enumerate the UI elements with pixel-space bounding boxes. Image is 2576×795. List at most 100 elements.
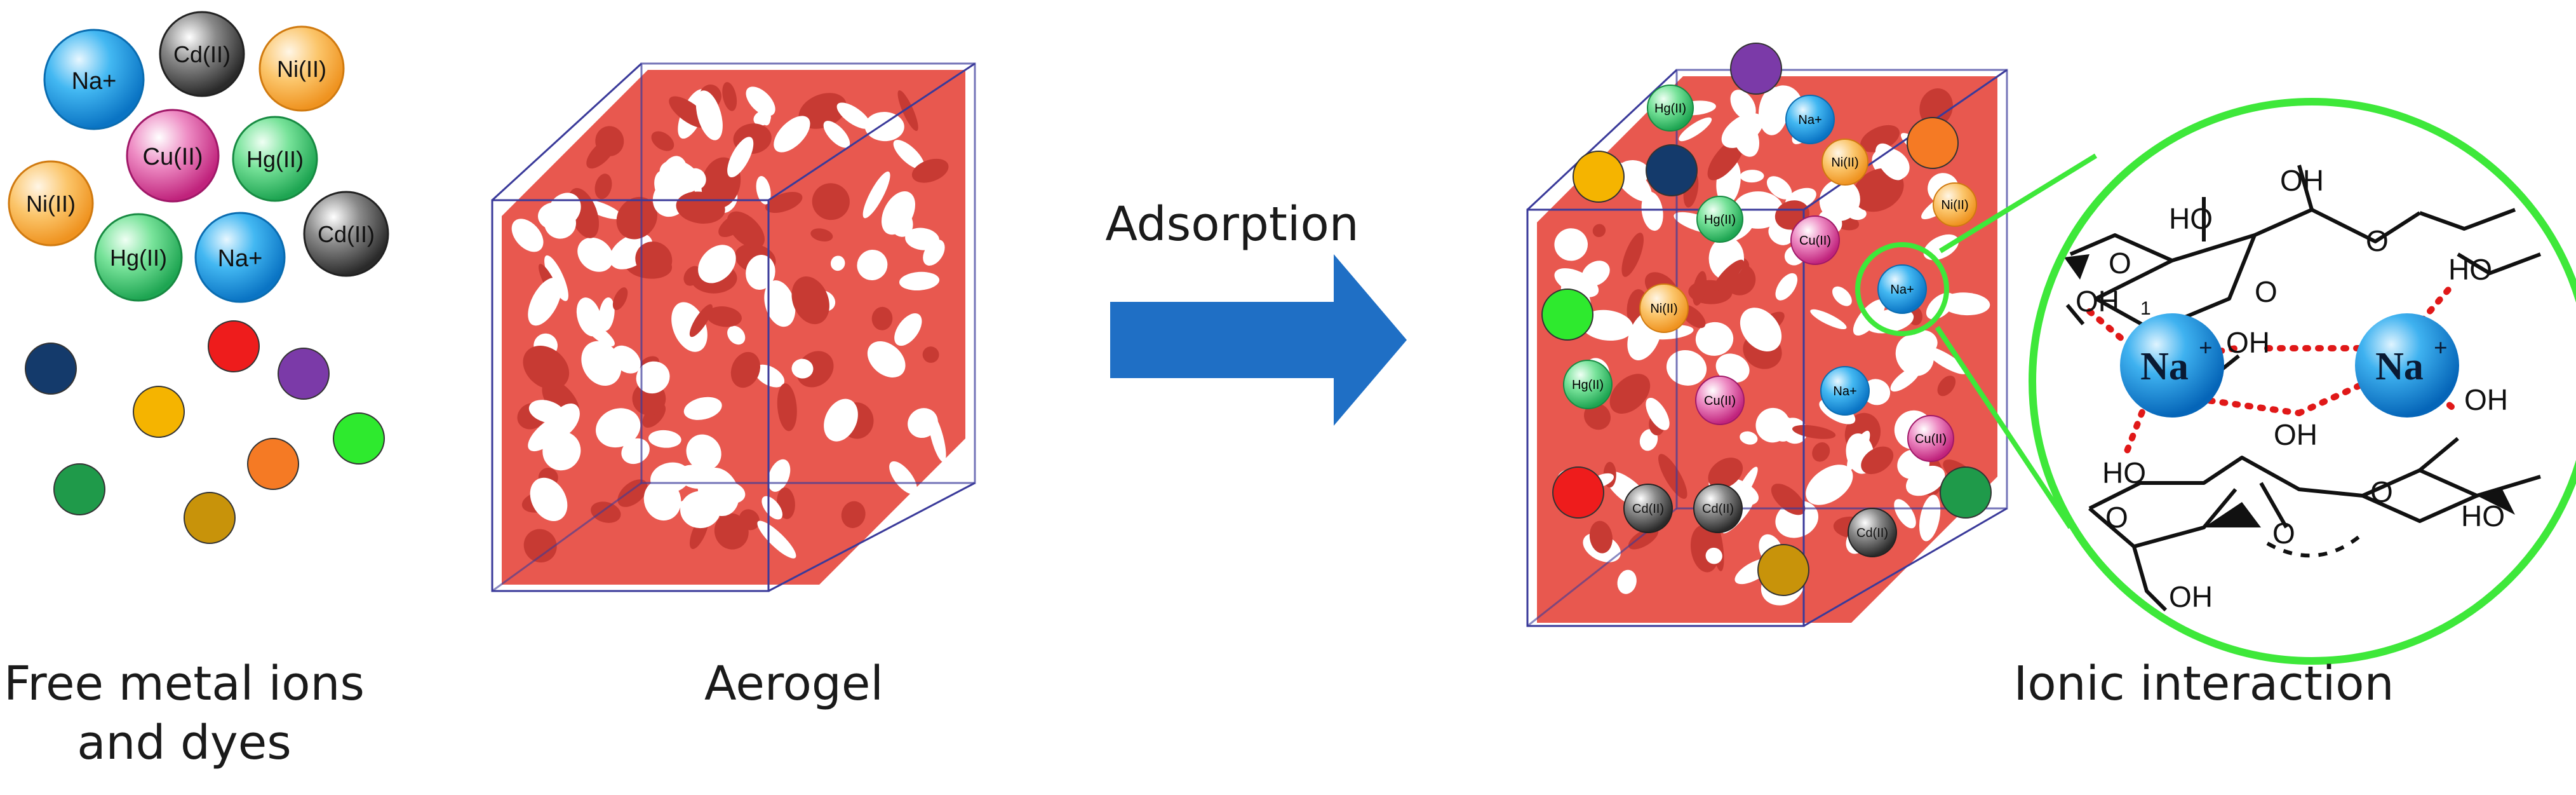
aerogel-pore [523, 529, 557, 563]
ion-label: Cd(II) [1702, 502, 1734, 516]
caption-free-ions: Free metal ions and dyes [0, 655, 368, 772]
aerogel-pore [596, 408, 641, 448]
aerogel-pore [928, 412, 946, 463]
ion-label: Ni(II) [1831, 156, 1858, 170]
ion-label: Na+ [1890, 283, 1914, 297]
aerogel-pore [746, 86, 775, 116]
ion-cd: Cd(II) [1623, 484, 1673, 533]
aerogel-cube [491, 62, 976, 592]
aerogel-pore [1924, 346, 1967, 374]
dye-green [1541, 289, 1593, 341]
aerogel-pore [810, 228, 833, 241]
ion-hg: Hg(II) [232, 116, 318, 202]
ion-cd: Cd(II) [1693, 484, 1743, 533]
ion-label: Hg(II) [1572, 378, 1604, 392]
ion-label: Ni(II) [1941, 198, 1968, 212]
oh-label: OH [2076, 285, 2119, 318]
aerogel-pore [1740, 431, 1758, 445]
aerogel-pore [889, 461, 917, 494]
aerogel-pore [698, 245, 736, 283]
aerogel-pore [617, 479, 648, 507]
charge-label: + [2434, 335, 2448, 362]
ion-cd: Cd(II) [159, 11, 245, 97]
aerogel-pore [791, 358, 814, 379]
aerogel-pore [594, 173, 612, 200]
aerogel-pore [1708, 458, 1743, 489]
aerogel-pore [1617, 569, 1637, 594]
aerogel-pore [871, 306, 893, 330]
ho-label: HO [2461, 499, 2505, 533]
glucose-ring-lower [2088, 437, 2541, 612]
aerogel-pore [823, 121, 850, 148]
aerogel-pore [1679, 117, 1712, 142]
ion-cu: Cu(II) [126, 109, 220, 203]
dye-particle [278, 348, 330, 400]
aerogel-pore [812, 183, 850, 221]
dye-particle [184, 492, 236, 544]
aerogel-pore [1658, 454, 1687, 499]
free-dyes-group [25, 320, 385, 544]
aerogel-pore [621, 438, 650, 465]
dye-orange [1907, 117, 1959, 169]
aerogel-pore [1775, 273, 1798, 301]
ion-label: Cd(II) [173, 41, 231, 67]
aerogel-pore [1937, 376, 1956, 397]
aerogel-structure [502, 70, 965, 585]
ho-label: HO [2448, 253, 2492, 286]
aerogel-pore [1713, 259, 1744, 291]
aerogel-pore [830, 255, 845, 271]
caption-aerogel: Aerogel [704, 656, 883, 711]
o-label: O [2370, 475, 2393, 508]
aerogel-pore [611, 345, 641, 374]
position-label: 1 [2140, 298, 2151, 319]
aerogel-pore [1919, 494, 1941, 541]
ion-na: Na+ [1820, 366, 1870, 416]
cube-wireframe [491, 62, 976, 592]
aerogel-pore [1919, 88, 1953, 127]
aerogel-pore [1554, 228, 1588, 261]
aerogel-pore [756, 176, 771, 205]
dye-ochre [1757, 544, 1809, 596]
aerogel-pore [1832, 286, 1852, 306]
aerogel-pore [528, 278, 562, 326]
aerogel-pore [530, 477, 568, 522]
aerogel-pore [727, 137, 754, 178]
na-label: Na [2140, 345, 2189, 388]
aerogel-pore [1721, 112, 1764, 148]
aerogel-pore [1740, 308, 1782, 352]
aerogel-pore [1707, 137, 1745, 180]
aerogel-pore [685, 168, 706, 190]
aerogel-pore [1621, 233, 1644, 277]
aerogel-pore [1740, 170, 1764, 183]
aerogel-pore [1639, 429, 1658, 451]
aerogel-pore [1641, 191, 1663, 231]
aerogel-pore [923, 240, 945, 266]
ho-label: HO [2102, 456, 2146, 489]
aerogel-pore [1853, 168, 1904, 212]
aerogel-pore [1715, 353, 1750, 383]
aerogel-pore [585, 322, 615, 346]
aerogel-pore [798, 93, 847, 129]
dye-yellow [1573, 151, 1625, 203]
ion-label: Cd(II) [1632, 502, 1664, 516]
ion-label: Cd(II) [318, 221, 375, 247]
dye-particle [25, 343, 77, 395]
zoom-connector [1938, 153, 2098, 254]
ion-label: Na+ [1798, 113, 1821, 127]
ion-label: Na+ [218, 245, 263, 272]
aerogel-pore [777, 383, 797, 431]
caption-line: Free metal ions [4, 656, 365, 711]
ion-ni: Ni(II) [1933, 182, 1977, 227]
aerogel-pore [727, 211, 765, 248]
charge-label: + [2199, 335, 2213, 362]
ion-label: Cu(II) [1704, 394, 1736, 408]
ion-na: Na+ [43, 29, 145, 130]
aerogel-pore [864, 112, 904, 142]
ion-hg: Hg(II) [94, 213, 183, 302]
ion-na: Na+ [194, 212, 286, 303]
aerogel-pore [867, 341, 906, 377]
aerogel-pore [894, 313, 922, 346]
aerogel-pore [686, 434, 721, 471]
aerogel-pore [635, 241, 673, 278]
